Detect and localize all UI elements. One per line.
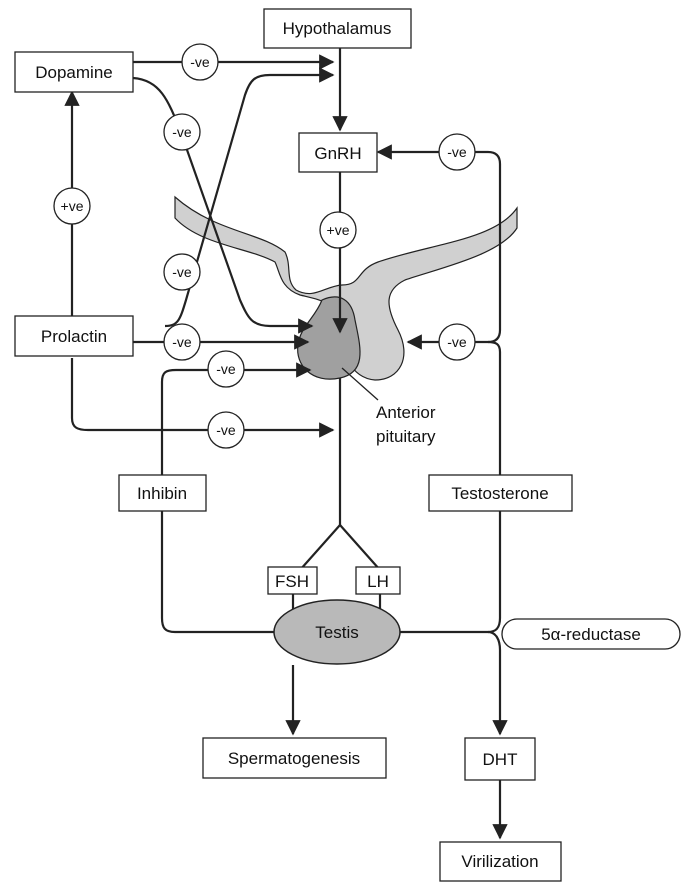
spermatogenesis-label: Spermatogenesis [228, 749, 360, 768]
sign-prolactin-hypothalamus: -ve [163, 253, 201, 291]
testosterone-label: Testosterone [451, 484, 548, 503]
testis-to-dht-arrow [487, 630, 508, 736]
sign-prolactin-dopamine: +ve [53, 187, 91, 225]
anterior-pituitary-label-line1: Anterior [376, 403, 436, 422]
svg-text:+ve: +ve [61, 198, 84, 214]
svg-text:-ve: -ve [172, 264, 192, 280]
svg-text:-ve: -ve [447, 334, 467, 350]
sign-prolactin-pituitary: -ve [163, 323, 201, 361]
lh-box: LH [355, 566, 401, 595]
anterior-pituitary-label-line2: pituitary [376, 427, 436, 446]
svg-text:-ve: -ve [172, 124, 192, 140]
testosterone-to-gnrh-arrow [376, 144, 502, 344]
svg-text:-ve: -ve [216, 361, 236, 377]
dopamine-box: Dopamine [14, 51, 134, 93]
svg-text:-ve: -ve [190, 54, 210, 70]
sign-dopamine-hypothalamus: -ve [181, 43, 219, 81]
spermatogenesis-box: Spermatogenesis [202, 737, 387, 779]
svg-text:-ve: -ve [447, 144, 467, 160]
hypothalamus-label: Hypothalamus [283, 19, 392, 38]
sign-gnrh-pituitary: +ve [319, 211, 357, 249]
virilization-label: Virilization [461, 852, 538, 871]
anterior-pituitary-pointer [341, 367, 379, 401]
gnrh-box: GnRH [298, 132, 378, 173]
fsh-label: FSH [275, 572, 309, 591]
inhibin-label: Inhibin [137, 484, 187, 503]
dopamine-to-pituitary-arrow [132, 76, 314, 334]
lh-label: LH [367, 572, 389, 591]
anterior-pituitary-shape [297, 296, 361, 380]
fsh-box: FSH [267, 566, 318, 595]
dht-label: DHT [483, 750, 518, 769]
sign-testosterone-gnrh: -ve [438, 133, 476, 171]
prolactin-to-hypothalamus-arrow [164, 67, 335, 328]
sign-prolactin-axis: -ve [207, 411, 245, 449]
sign-dopamine-pituitary: -ve [163, 113, 201, 151]
prolactin-to-axis-arrow [70, 358, 335, 438]
svg-text:-ve: -ve [216, 422, 236, 438]
testis-label: Testis [315, 623, 358, 642]
testis-ellipse [273, 599, 401, 665]
svg-text:-ve: -ve [172, 334, 192, 350]
lh-branch-line [339, 524, 381, 571]
dopamine-label: Dopamine [35, 63, 113, 82]
prolactin-box: Prolactin [14, 315, 134, 357]
dht-box: DHT [464, 737, 536, 781]
testosterone-box: Testosterone [428, 474, 573, 512]
sign-testosterone-pituitary: -ve [438, 323, 476, 361]
virilization-box: Virilization [439, 841, 562, 882]
five-alpha-reductase-box: 5α-reductase [501, 618, 681, 650]
svg-text:+ve: +ve [327, 222, 350, 238]
hypothalamus-box: Hypothalamus [263, 8, 412, 49]
five-alpha-reductase-label: 5α-reductase [541, 625, 641, 644]
pituitary-stalk-shape [174, 195, 518, 381]
fsh-branch-line [299, 524, 341, 571]
prolactin-label: Prolactin [41, 327, 107, 346]
gnrh-label: GnRH [314, 144, 361, 163]
sign-inhibin-pituitary: -ve [207, 350, 245, 388]
inhibin-box: Inhibin [118, 474, 207, 512]
